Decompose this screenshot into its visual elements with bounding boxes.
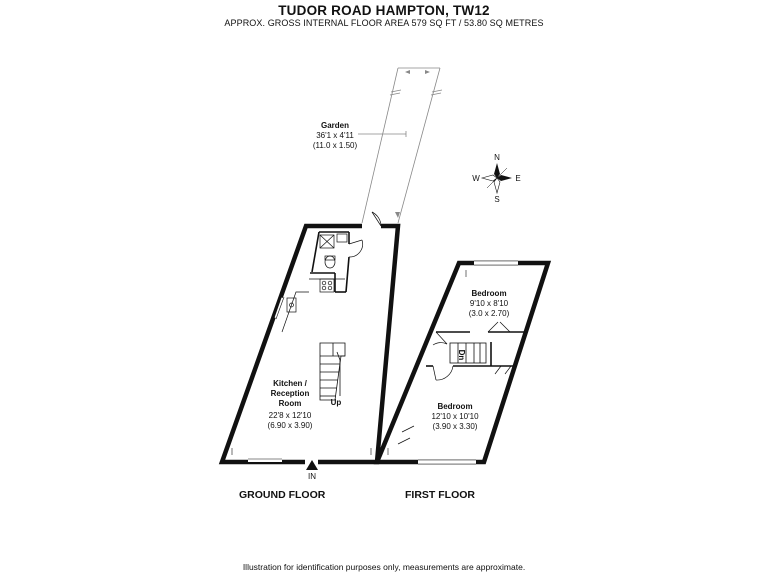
entrance-arrow-icon [306, 460, 318, 470]
bathroom-fixtures [319, 233, 348, 269]
compass-rose-icon [480, 163, 512, 195]
stairs-down-label: Dn [457, 350, 466, 361]
ground-floor-label: GROUND FLOOR [239, 489, 326, 501]
compass-west: W [472, 174, 480, 183]
garden-label: Garden [321, 121, 349, 130]
compass-east: E [515, 174, 520, 183]
floor-area-subtitle: APPROX. GROSS INTERNAL FLOOR AREA 579 SQ… [224, 18, 544, 28]
garden-door [371, 211, 382, 227]
ground-floor-stairs [319, 342, 346, 401]
front-window [248, 458, 282, 464]
plan-title: TUDOR ROAD HAMPTON, TW12 [278, 3, 490, 18]
kitchen-fixtures [281, 278, 345, 333]
kitchen-window [274, 297, 285, 319]
garden-outline [358, 67, 443, 224]
disclaimer-text: Illustration for identification purposes… [242, 562, 526, 572]
kitchen-label-3: Room [279, 399, 302, 408]
first-floor-partitions [426, 331, 524, 367]
internal-doors [348, 239, 363, 258]
stairs-up-label: Up [331, 398, 342, 407]
entrance-label: IN [308, 472, 316, 481]
bedroom-upper-label: Bedroom [471, 289, 506, 298]
first-floor-windows [418, 260, 518, 465]
radiator-marks [231, 448, 372, 455]
kitchen-label-1: Kitchen / [273, 379, 308, 388]
bedroom-lower-label: Bedroom [437, 402, 472, 411]
bedroom-upper-imperial: 9'10 x 8'10 [470, 299, 509, 308]
bedroom-lower-imperial: 12'10 x 10'10 [431, 412, 479, 421]
first-floor-walls [373, 260, 552, 465]
first-floor-doors [397, 321, 512, 445]
compass-north: N [494, 153, 500, 162]
kitchen-label-2: Reception [271, 389, 310, 398]
bedroom-lower-metric: (3.90 x 3.30) [433, 422, 478, 431]
garden-arrows [395, 70, 430, 218]
kitchen-imperial: 22'8 x 12'10 [269, 411, 312, 420]
garden-metric: (11.0 x 1.50) [313, 141, 358, 150]
bedroom-upper-metric: (3.0 x 2.70) [469, 309, 510, 318]
first-floor-radiator-marks [387, 270, 467, 455]
first-floor-label: FIRST FLOOR [405, 489, 475, 501]
kitchen-metric: (6.90 x 3.90) [268, 421, 313, 430]
ground-floor-partitions [310, 231, 350, 293]
compass-south: S [494, 195, 499, 204]
garden-imperial: 36'1 x 4'11 [316, 131, 354, 140]
first-floor-stairs [449, 342, 487, 364]
